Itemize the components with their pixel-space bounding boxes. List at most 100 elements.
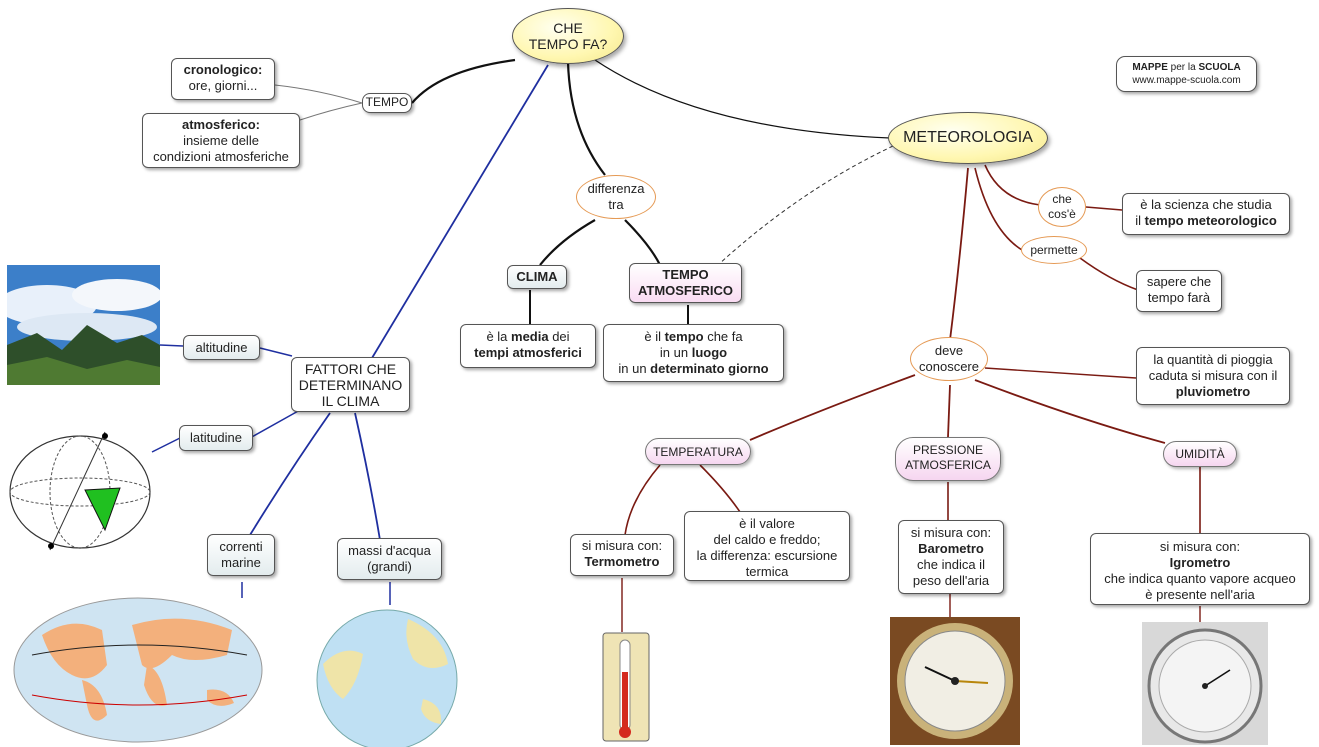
tempo-def1-post: che fa — [703, 329, 743, 344]
che-cose-line2: cos'è — [1048, 207, 1076, 221]
tempo-node: TEMPO — [362, 93, 412, 113]
pioggia-line2: caduta si misura con il — [1148, 368, 1278, 383]
scienza-line2-pre: il — [1135, 213, 1145, 228]
clima-def-line2: tempi atmosferici — [474, 345, 582, 360]
world-ocean-globe — [313, 604, 461, 747]
cronologico-desc: ore, giorni... — [188, 78, 258, 93]
tempo-def3-pre: in un — [618, 361, 651, 376]
pressione-node: PRESSIONE ATMOSFERICA — [895, 437, 1001, 481]
globe-latitude-image — [5, 420, 155, 560]
masse-line1: massi d'acqua — [348, 543, 431, 558]
clima-def-post: dei — [548, 329, 570, 344]
igrometro-line4: è presente nell'aria — [1145, 587, 1255, 602]
latitudine-label: latitudine — [189, 430, 243, 445]
tempo-def1-pre: è il — [644, 329, 665, 344]
deve-line1: deve — [934, 343, 964, 358]
atmosferico-term: atmosferico: — [181, 117, 261, 132]
differenza-line2: tra — [608, 197, 624, 212]
altitudine-node: altitudine — [183, 335, 260, 360]
pioggia-box: la quantità di pioggia caduta si misura … — [1136, 347, 1290, 405]
igrometro-box: si misura con: Igrometro che indica quan… — [1090, 533, 1310, 605]
link-altitudine — [259, 347, 293, 357]
valore-line1: è il valore — [739, 516, 795, 531]
link-temperatura — [749, 374, 916, 441]
valore-line3: la differenza: escursione — [696, 548, 838, 563]
che-cose-line1: che — [1052, 192, 1072, 206]
credit-brand1: MAPPE — [1132, 62, 1168, 73]
fattori-line1: FATTORI CHE — [304, 361, 397, 377]
tempo-atmosferico-node: TEMPO ATMOSFERICO — [629, 263, 742, 303]
link-title-differenza — [566, 61, 606, 176]
link-title-tempo — [411, 58, 516, 104]
barometer-image — [890, 617, 1020, 745]
differenza-line1: differenza — [587, 181, 645, 196]
tempo-def1-bold: tempo — [664, 329, 704, 344]
scienza-line2-bold: tempo meteorologico — [1144, 213, 1277, 228]
masse-node: massi d'acqua (grandi) — [337, 538, 442, 580]
correnti-node: correnti marine — [207, 534, 275, 576]
atmosferico-desc1: insieme delle — [183, 133, 259, 148]
sapere-line1: sapere che — [1146, 274, 1212, 289]
tempo-atmosferico-definition: è il tempo che fa in un luogo in un dete… — [603, 324, 784, 382]
igrometro-line3: che indica quanto vapore acqueo — [1104, 571, 1296, 586]
ocean-currents-map — [12, 595, 264, 745]
link-latitudine — [249, 409, 301, 439]
termometro-line1: si misura con: — [581, 538, 663, 553]
link-dashed — [717, 145, 894, 266]
tempo-atm-line2: ATMOSFERICO — [637, 283, 734, 298]
temperatura-label: TEMPERATURA — [653, 445, 743, 459]
credit-brand2: SCUOLA — [1198, 62, 1241, 73]
clima-label: CLIMA — [516, 269, 558, 284]
tempo-atm-line1: TEMPO — [662, 267, 709, 282]
tempo-label: TEMPO — [365, 95, 409, 109]
temperatura-node: TEMPERATURA — [645, 438, 751, 465]
tempo-def2-bold: luogo — [691, 345, 728, 360]
link-title-meteorologia — [594, 59, 891, 139]
valore-line4: termica — [745, 564, 789, 579]
link-checose — [984, 164, 1041, 206]
valore-box: è il valore del caldo e freddo; la diffe… — [684, 511, 850, 581]
masse-line2: (grandi) — [367, 559, 412, 574]
latitudine-node: latitudine — [179, 425, 253, 451]
tempo-def2-pre: in un — [659, 345, 692, 360]
umidita-node: UMIDITÀ — [1163, 441, 1237, 467]
credit-url[interactable]: www.mappe-scuola.com — [1132, 75, 1241, 86]
link-differenza-clima — [539, 219, 596, 266]
fattori-line2: DETERMINANO — [298, 377, 403, 393]
termometro-line2: Termometro — [584, 554, 660, 569]
meteorologia-label: METEOROLOGIA — [903, 129, 1033, 146]
pioggia-line3: pluviometro — [1175, 384, 1251, 399]
pioggia-line1: la quantità di pioggia — [1153, 352, 1273, 367]
title-line2: TEMPO FA? — [528, 36, 608, 52]
scienza-box: è la scienza che studia il tempo meteoro… — [1122, 193, 1290, 235]
tempo-def3-bold: determinato giorno — [650, 361, 769, 376]
link-permette — [974, 167, 1023, 251]
hygrometer-image — [1142, 622, 1268, 745]
scienza-line1: è la scienza che studia — [1140, 197, 1272, 212]
link-tempo-atmosferico — [299, 102, 363, 121]
link-tempo-cronologico — [274, 84, 363, 104]
clima-def-pre: è la — [486, 329, 512, 344]
correnti-line1: correnti — [219, 539, 263, 554]
permette-node: permette — [1021, 236, 1087, 264]
correnti-line2: marine — [221, 555, 261, 570]
clima-node: CLIMA — [507, 265, 567, 289]
pressione-line1: PRESSIONE — [912, 443, 984, 457]
link-deve — [949, 167, 969, 341]
deve-conoscere-node: deve conoscere — [910, 337, 988, 381]
link-masse — [354, 412, 381, 541]
fattori-node: FATTORI CHE DETERMINANO IL CLIMA — [291, 357, 410, 412]
altitudine-label: altitudine — [195, 340, 248, 355]
umidita-label: UMIDITÀ — [1175, 447, 1225, 461]
thermometer-image — [602, 632, 650, 742]
cronologico-box: cronologico: ore, giorni... — [171, 58, 275, 100]
sapere-line2: tempo farà — [1147, 290, 1211, 305]
link-pressione — [947, 384, 951, 438]
title-node: CHE TEMPO FA? — [512, 8, 624, 64]
barometro-line1: si misura con: — [910, 525, 992, 540]
igrometro-line2: Igrometro — [1169, 555, 1231, 570]
permette-label: permette — [1030, 243, 1078, 257]
meteorologia-node: METEOROLOGIA — [888, 112, 1048, 164]
